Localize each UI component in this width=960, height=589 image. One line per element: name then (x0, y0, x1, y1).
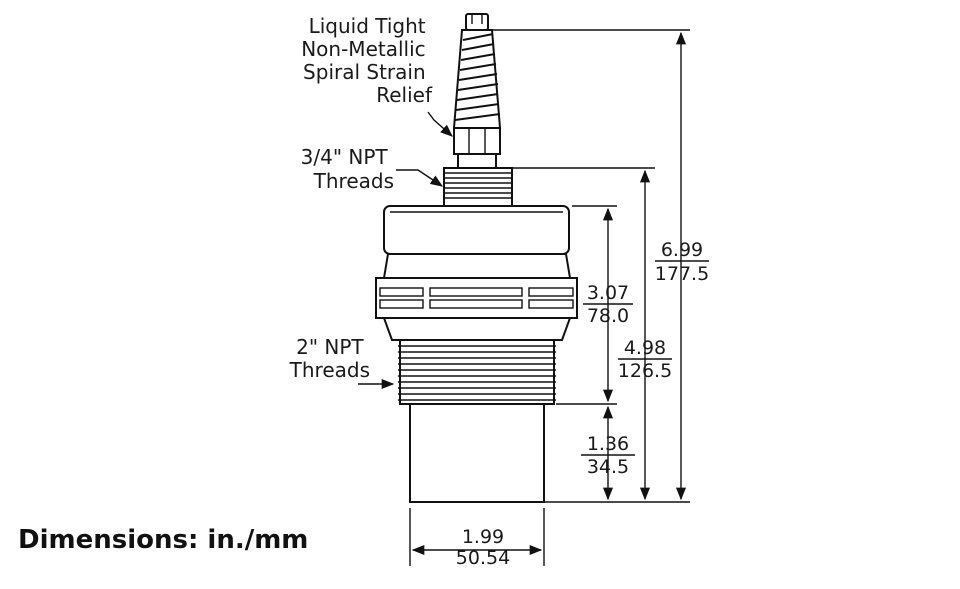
dim-overall-height: 6.99 177.5 (655, 239, 709, 285)
svg-text:177.5: 177.5 (655, 263, 709, 285)
svg-text:34.5: 34.5 (587, 456, 629, 478)
transducer-face (409, 403, 545, 503)
svg-text:50.54: 50.54 (456, 547, 510, 569)
dim-face-width: 1.99 50.54 (456, 526, 510, 569)
strain-relief-callout: Liquid Tight Non-Metallic Spiral Strain … (301, 14, 433, 107)
svg-text:3.07: 3.07 (587, 282, 629, 304)
svg-text:1.99: 1.99 (462, 526, 504, 548)
dimension-arrows (411, 31, 687, 556)
dimensions-caption: Dimensions: in./mm (18, 525, 308, 555)
dim-body-height: 4.98 126.5 (618, 337, 672, 382)
svg-text:78.0: 78.0 (587, 305, 629, 327)
sensor-body (375, 13, 578, 503)
extension-lines (409, 29, 690, 566)
svg-text:4.98: 4.98 (624, 337, 666, 359)
svg-text:126.5: 126.5 (618, 360, 672, 382)
svg-text:6.99: 6.99 (661, 239, 703, 261)
svg-text:1.36: 1.36 (587, 433, 629, 455)
npt-large-callout: 2" NPT Threads (289, 335, 370, 382)
dim-housing-height: 3.07 78.0 (583, 282, 633, 327)
npt-small-callout: 3/4" NPT Threads (301, 145, 394, 193)
callout-leaders (358, 111, 453, 390)
dim-face-height: 1.36 34.5 (581, 433, 635, 478)
